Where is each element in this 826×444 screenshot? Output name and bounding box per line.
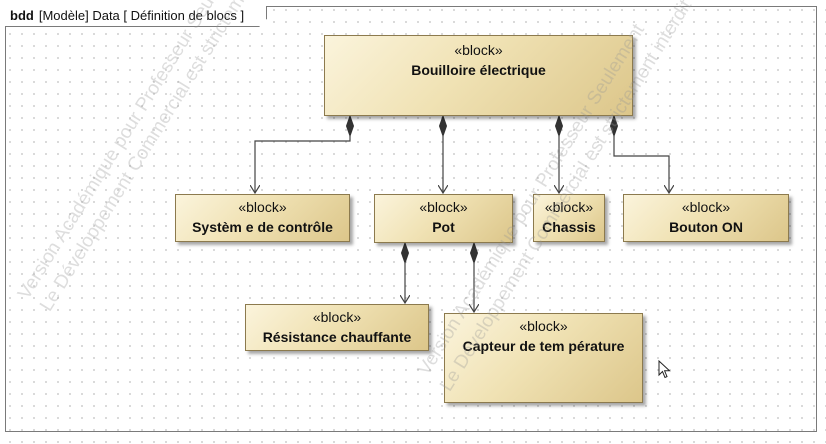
composition-diamond-icon: [469, 241, 479, 265]
block-stereotype: «block»: [544, 199, 594, 215]
block-stereotype: «block»: [681, 199, 731, 215]
composition-bouilloire-bouton[interactable]: [609, 114, 670, 193]
block-bouilloire-electrique[interactable]: «block» Bouilloire électrique: [324, 35, 633, 116]
block-name: Systèm e de contrôle: [192, 219, 333, 235]
block-capteur-de-temperature[interactable]: «block» Capteur de tem pérature: [444, 313, 643, 403]
composition-pot-resistance[interactable]: [400, 241, 410, 303]
block-name: Bouton ON: [669, 219, 743, 235]
composition-diamond-icon: [554, 114, 564, 138]
block-name: Bouilloire électrique: [411, 62, 546, 78]
composition-bouilloire-systeme[interactable]: [255, 114, 355, 193]
diagram-type: [ Définition de blocs ]: [123, 8, 245, 23]
block-pot[interactable]: «block» Pot: [374, 194, 513, 243]
block-chassis[interactable]: «block» Chassis: [533, 194, 605, 242]
composition-diamond-icon: [438, 114, 448, 138]
block-stereotype: «block»: [454, 42, 503, 58]
composition-bouilloire-pot[interactable]: [438, 114, 448, 193]
composition-diamond-icon: [400, 241, 410, 265]
composition-diamond-icon: [345, 114, 355, 138]
block-name: Capteur de tem pérature: [462, 338, 625, 354]
block-name: Chassis: [542, 219, 596, 235]
composition-bouilloire-chassis[interactable]: [554, 114, 564, 193]
block-name: Pot: [432, 219, 455, 235]
diagram-frame: [5, 6, 817, 432]
block-bouton-on[interactable]: «block» Bouton ON: [623, 194, 789, 242]
block-stereotype: «block»: [419, 199, 468, 215]
composition-diamond-icon: [609, 114, 619, 138]
mouse-cursor-icon: [658, 360, 671, 379]
block-name: Résistance chauffante: [262, 329, 412, 345]
block-systeme-de-controle[interactable]: «block» Systèm e de contrôle: [175, 194, 350, 242]
diagram-name: Data: [92, 8, 120, 23]
diagram-frame-header: bdd [Modèle] Data [ Définition de blocs ]: [5, 6, 267, 27]
block-stereotype: «block»: [312, 309, 362, 325]
block-resistance-chauffante[interactable]: «block» Résistance chauffante: [245, 304, 429, 351]
block-stereotype: «block»: [519, 318, 568, 334]
composition-pot-capteur[interactable]: [469, 241, 479, 312]
diagram-package: [Modèle]: [38, 8, 89, 23]
block-stereotype: «block»: [238, 199, 287, 215]
diagram-kind: bdd: [10, 8, 34, 23]
